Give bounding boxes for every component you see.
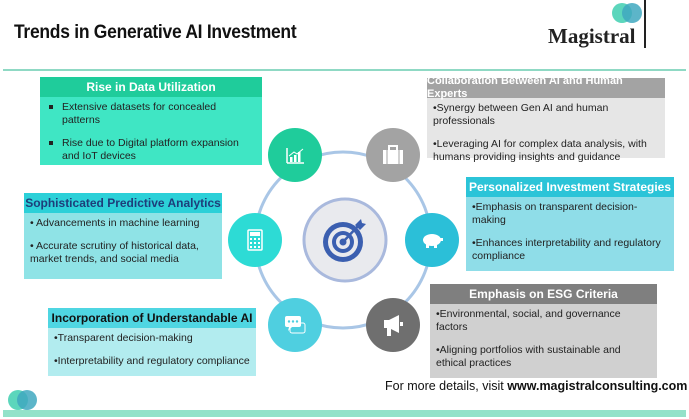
piggy-bank-icon: [405, 213, 459, 267]
box-title: Personalized Investment Strategies: [466, 177, 674, 197]
footer-prefix: For more details, visit: [385, 379, 508, 393]
chart-icon: [268, 128, 322, 182]
box-rise-in-data-utilization: Rise in Data Utilization Extensive datas…: [40, 77, 262, 165]
box-personalized-investment: Personalized Investment Strategies •Emph…: [466, 177, 674, 271]
bullet: • Advancements in machine learning: [30, 217, 200, 229]
bullet: •Interpretability and regulatory complia…: [54, 355, 250, 367]
megaphone-icon: [366, 298, 420, 352]
bullet: •Aligning portfolios with sustainable an…: [436, 344, 621, 369]
bullet: • Accurate scrutiny of historical data, …: [30, 240, 199, 265]
logo-divider: [644, 0, 646, 48]
box-title: Emphasis on ESG Criteria: [430, 284, 657, 304]
bullet: •Synergy between Gen AI and human profes…: [433, 102, 609, 127]
bullet: •Environmental, social, and governance f…: [436, 308, 621, 333]
bullet: Extensive datasets for concealed pattern…: [46, 101, 256, 127]
bullet: •Leveraging AI for complex data analysis…: [433, 138, 647, 163]
box-title: Collaboration Between AI and Human Exper…: [427, 75, 665, 100]
logo-circle-icon: [622, 3, 642, 23]
bullet: •Transparent decision-making: [54, 332, 193, 344]
box-title: Sophisticated Predictive Analytics: [24, 193, 222, 213]
bullet: •Emphasis on transparent decision-making: [472, 201, 638, 226]
footer-link[interactable]: www.magistralconsulting.com: [507, 379, 688, 393]
briefcase-icon: [366, 128, 420, 182]
footer-bar: [3, 410, 686, 417]
box-esg-criteria: Emphasis on ESG Criteria •Environmental,…: [430, 284, 657, 378]
bullet: •Enhances interpretability and regulator…: [472, 237, 661, 262]
target-icon: [323, 219, 366, 262]
box-title: Incorporation of Understandable AI: [48, 308, 256, 328]
bullet: Rise due to Digital platform expansion a…: [46, 137, 256, 163]
box-collaboration: Collaboration Between AI and Human Exper…: [427, 75, 665, 163]
box-title: Rise in Data Utilization: [40, 77, 262, 97]
logo-circle-icon: [17, 390, 37, 410]
header-divider: [3, 69, 686, 71]
box-understandable-ai: Incorporation of Understandable AI •Tran…: [48, 308, 256, 376]
logo-text: Magistral: [548, 24, 636, 48]
calculator-icon: [228, 213, 282, 267]
footer-text: For more details, visit www.magistralcon…: [385, 379, 687, 393]
page-title: Trends in Generative AI Investment: [14, 22, 297, 43]
box-predictive-analytics: Sophisticated Predictive Analytics • Adv…: [24, 193, 222, 279]
chat-icon: [268, 298, 322, 352]
